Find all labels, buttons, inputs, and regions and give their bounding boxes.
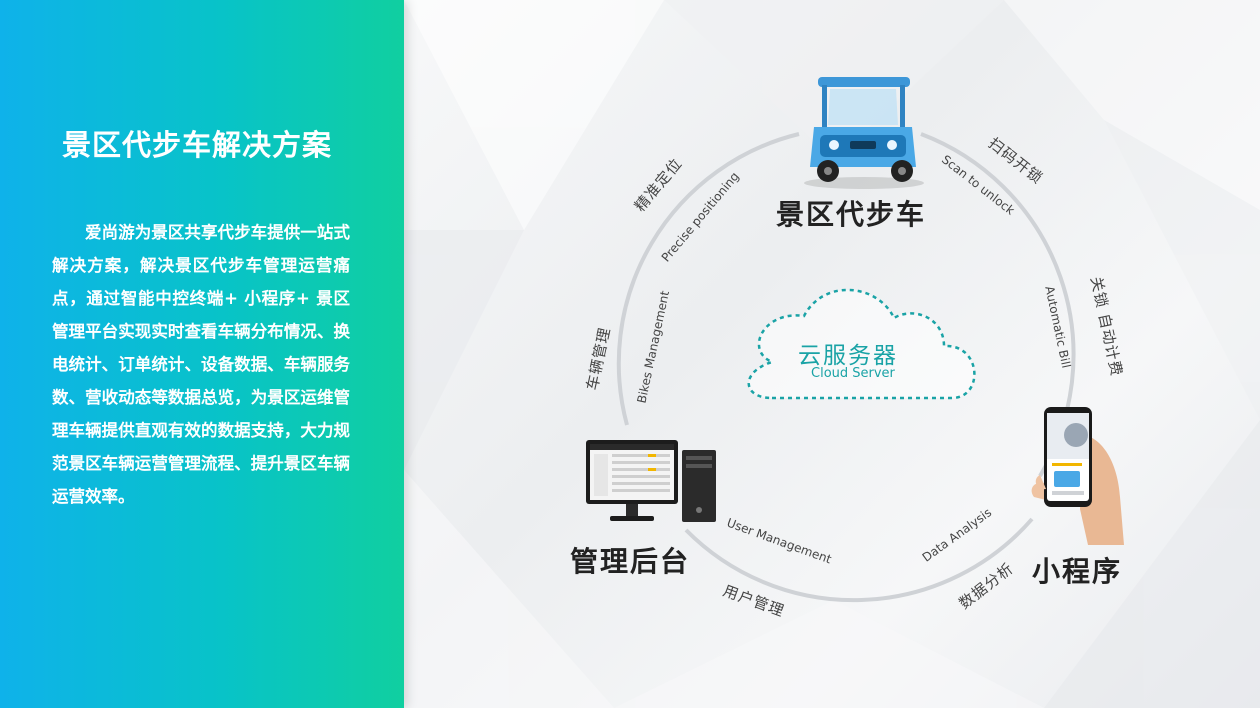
sightseeing-car-icon [804, 77, 924, 189]
node-label-backend: 管理后台 [570, 545, 691, 578]
cloud-icon [747, 288, 976, 400]
diagram-graphics [404, 0, 1260, 708]
ring-arc-bottom [684, 517, 1034, 603]
node-label-mini-program: 小程序 [1032, 555, 1123, 588]
intro-paragraph: 爱尚游为景区共享代步车提供一站式解决方案，解决景区代步车管理运营痛点，通过智能中… [52, 223, 350, 506]
ring-arc-left [616, 132, 800, 426]
node-label-car: 景区代步车 [776, 198, 927, 231]
cloud-server-label-cn: 云服务器 [798, 343, 898, 369]
solution-diagram: 景区代步车 管理后台 小程序 云服务器 Cloud Server 扫码开锁 Sc… [404, 0, 1260, 708]
smartphone-in-hand-icon [1031, 407, 1124, 545]
left-panel: 景区代步车解决方案 爱尚游为景区共享代步车提供一站式解决方案，解决景区代步车管理… [0, 0, 404, 708]
desktop-computer-icon [586, 440, 716, 522]
cloud-server-label-en: Cloud Server [811, 366, 895, 381]
page-title: 景区代步车解决方案 [62, 128, 333, 162]
